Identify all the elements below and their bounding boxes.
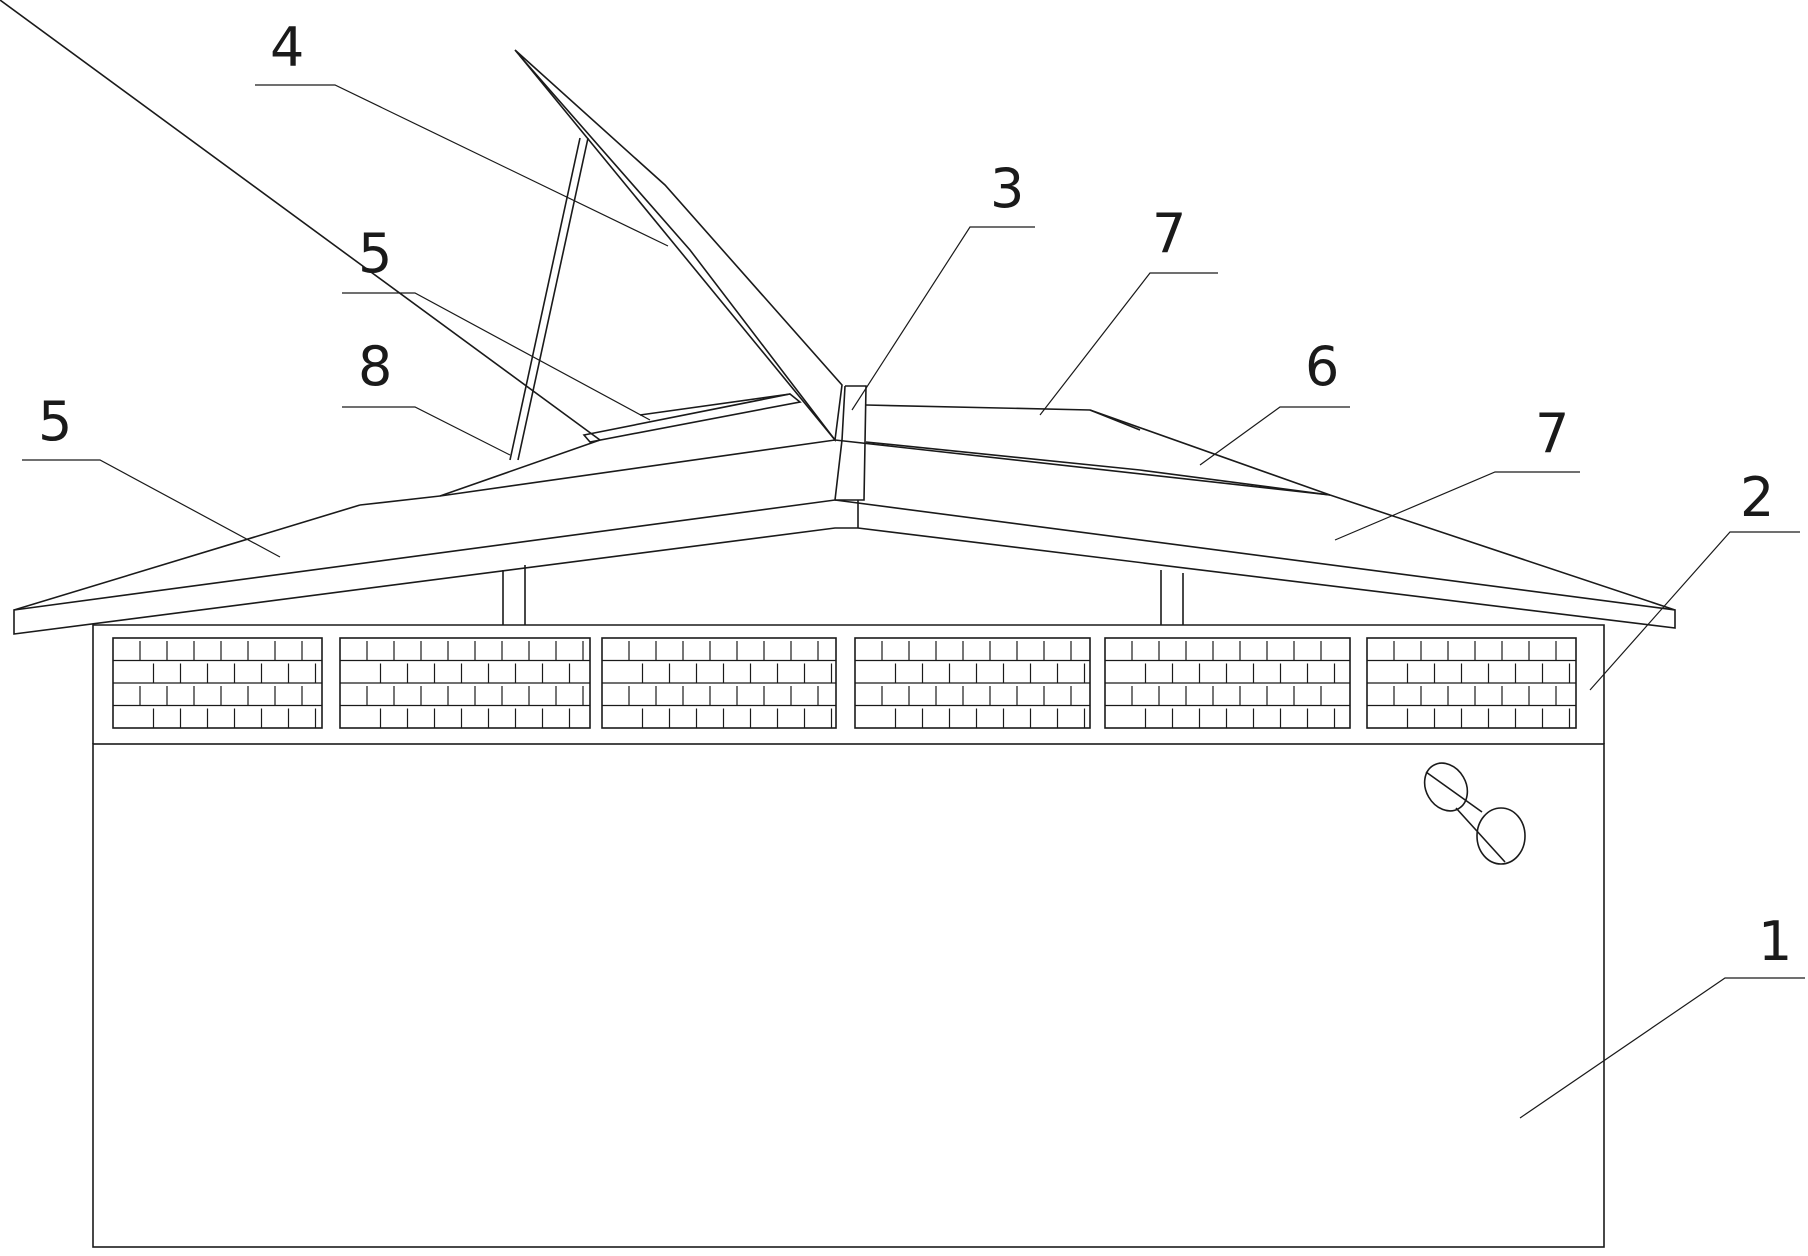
vent-panel [339, 637, 591, 729]
label-7a: 7 [1152, 202, 1186, 265]
support-strut [509, 137, 589, 461]
label-6: 6 [1305, 335, 1339, 398]
vent-panel [1366, 637, 1577, 729]
label-5a: 5 [358, 222, 392, 285]
vent-band [92, 624, 1605, 744]
upper-roof [0, 0, 1331, 497]
lower-roof [13, 494, 1676, 635]
label-5b: 5 [38, 390, 72, 453]
ridge-cap [834, 385, 867, 501]
vent-panel [1104, 637, 1351, 729]
label-2: 2 [1740, 466, 1774, 529]
label-1: 1 [1758, 910, 1792, 973]
tilting-panel [514, 49, 843, 443]
label-3: 3 [990, 157, 1024, 220]
wall-pipe [1423, 762, 1526, 865]
leader-lines [22, 84, 1805, 1119]
roof-strip-left [582, 393, 802, 443]
roof-support-posts [502, 565, 1184, 625]
vent-panel [601, 637, 837, 729]
label-8: 8 [358, 335, 392, 398]
vent-panel [112, 637, 323, 729]
label-7b: 7 [1535, 402, 1569, 465]
label-4: 4 [270, 16, 304, 79]
building-body [92, 743, 1605, 1248]
vent-panels [112, 637, 1577, 729]
vent-panel [854, 637, 1091, 729]
